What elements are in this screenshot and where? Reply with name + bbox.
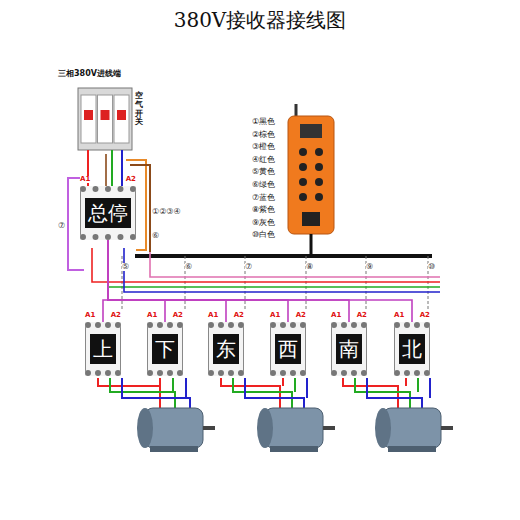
connector [108,240,288,322]
motors [137,408,453,452]
wire-color-label: ②棕色 [252,131,275,139]
wire-number: ⑩ [428,263,435,271]
terminal-label: A1 [208,312,218,319]
motor-wires [98,378,430,408]
terminal-label: A2 [420,312,430,319]
contactor-box: 东 [208,322,244,376]
bus-drops [122,256,428,310]
breaker-heading: 三相380V进线端 [58,68,121,79]
wire-color-label: ④红色 [252,156,275,164]
diagram-title: 380V接收器接线图 [0,10,520,30]
terminal-label: A1 [394,312,404,319]
control-bus [135,254,432,258]
contactor-label: 西 [275,334,301,364]
wire-color-label: ①黑色 [252,118,275,126]
power-rails [92,248,440,292]
wire-color-label: ⑦蓝色 [252,194,275,202]
wire-number: ⑦ [58,222,65,230]
breaker-body [78,88,132,150]
breaker-poles [81,95,129,143]
terminal-label: A1 [85,312,95,319]
connector [108,240,412,322]
terminal-label: A1 [147,312,157,319]
wire-color-label: ⑥绿色 [252,181,275,189]
contactor-label: 下 [152,334,178,364]
contactor-box: 总停 [80,186,136,240]
connector [108,240,349,322]
contactor-box: 上 [85,322,121,376]
wire-number: ⑧ [306,263,313,271]
terminal-label: A2 [111,312,121,319]
breaker-vertical-label: 空气开关 [135,92,143,127]
terminal-label: A2 [173,312,183,319]
wire-color-label: ⑧紫色 [252,206,275,214]
wire-color-label: ⑨灰色 [252,219,275,227]
supply-wires [68,150,150,270]
contactor-label: 南 [336,334,362,364]
connector [108,240,165,322]
terminal-label: A1 [80,176,90,183]
contactor-label: 总停 [85,198,131,228]
connector [105,154,107,186]
wire-number: ⑥ [185,263,192,271]
wire-number: ⑦ [245,263,252,271]
terminal-label: A1 [331,312,341,319]
breaker-node: 三相380V进线端空气开关 [58,68,154,154]
wire-number: ⑨ [366,263,373,271]
contactor-label: 北 [399,334,425,364]
contactor-box: 下 [147,322,183,376]
wire-number: ⑤ [122,263,129,271]
terminal-label: A1 [270,312,280,319]
contactor-box: 南 [331,322,367,376]
terminal-label: A2 [296,312,306,319]
wire-number: ⑥ [152,232,159,240]
wire-color-label: ⑤黄色 [252,168,275,176]
wire-number: ①②③④ [152,208,181,216]
connector [108,240,226,322]
terminal-label: A2 [357,312,367,319]
terminal-label: A2 [126,176,136,183]
contactor-box: 北 [394,322,430,376]
contactor-label: 东 [213,334,239,364]
wire-color-label: ⑩白色 [252,231,275,239]
contactor-box: 西 [270,322,306,376]
remote-control [288,104,334,256]
terminal-label: A2 [234,312,244,319]
contactor-label: 上 [90,334,116,364]
wire-color-label: ③橙色 [252,143,275,151]
